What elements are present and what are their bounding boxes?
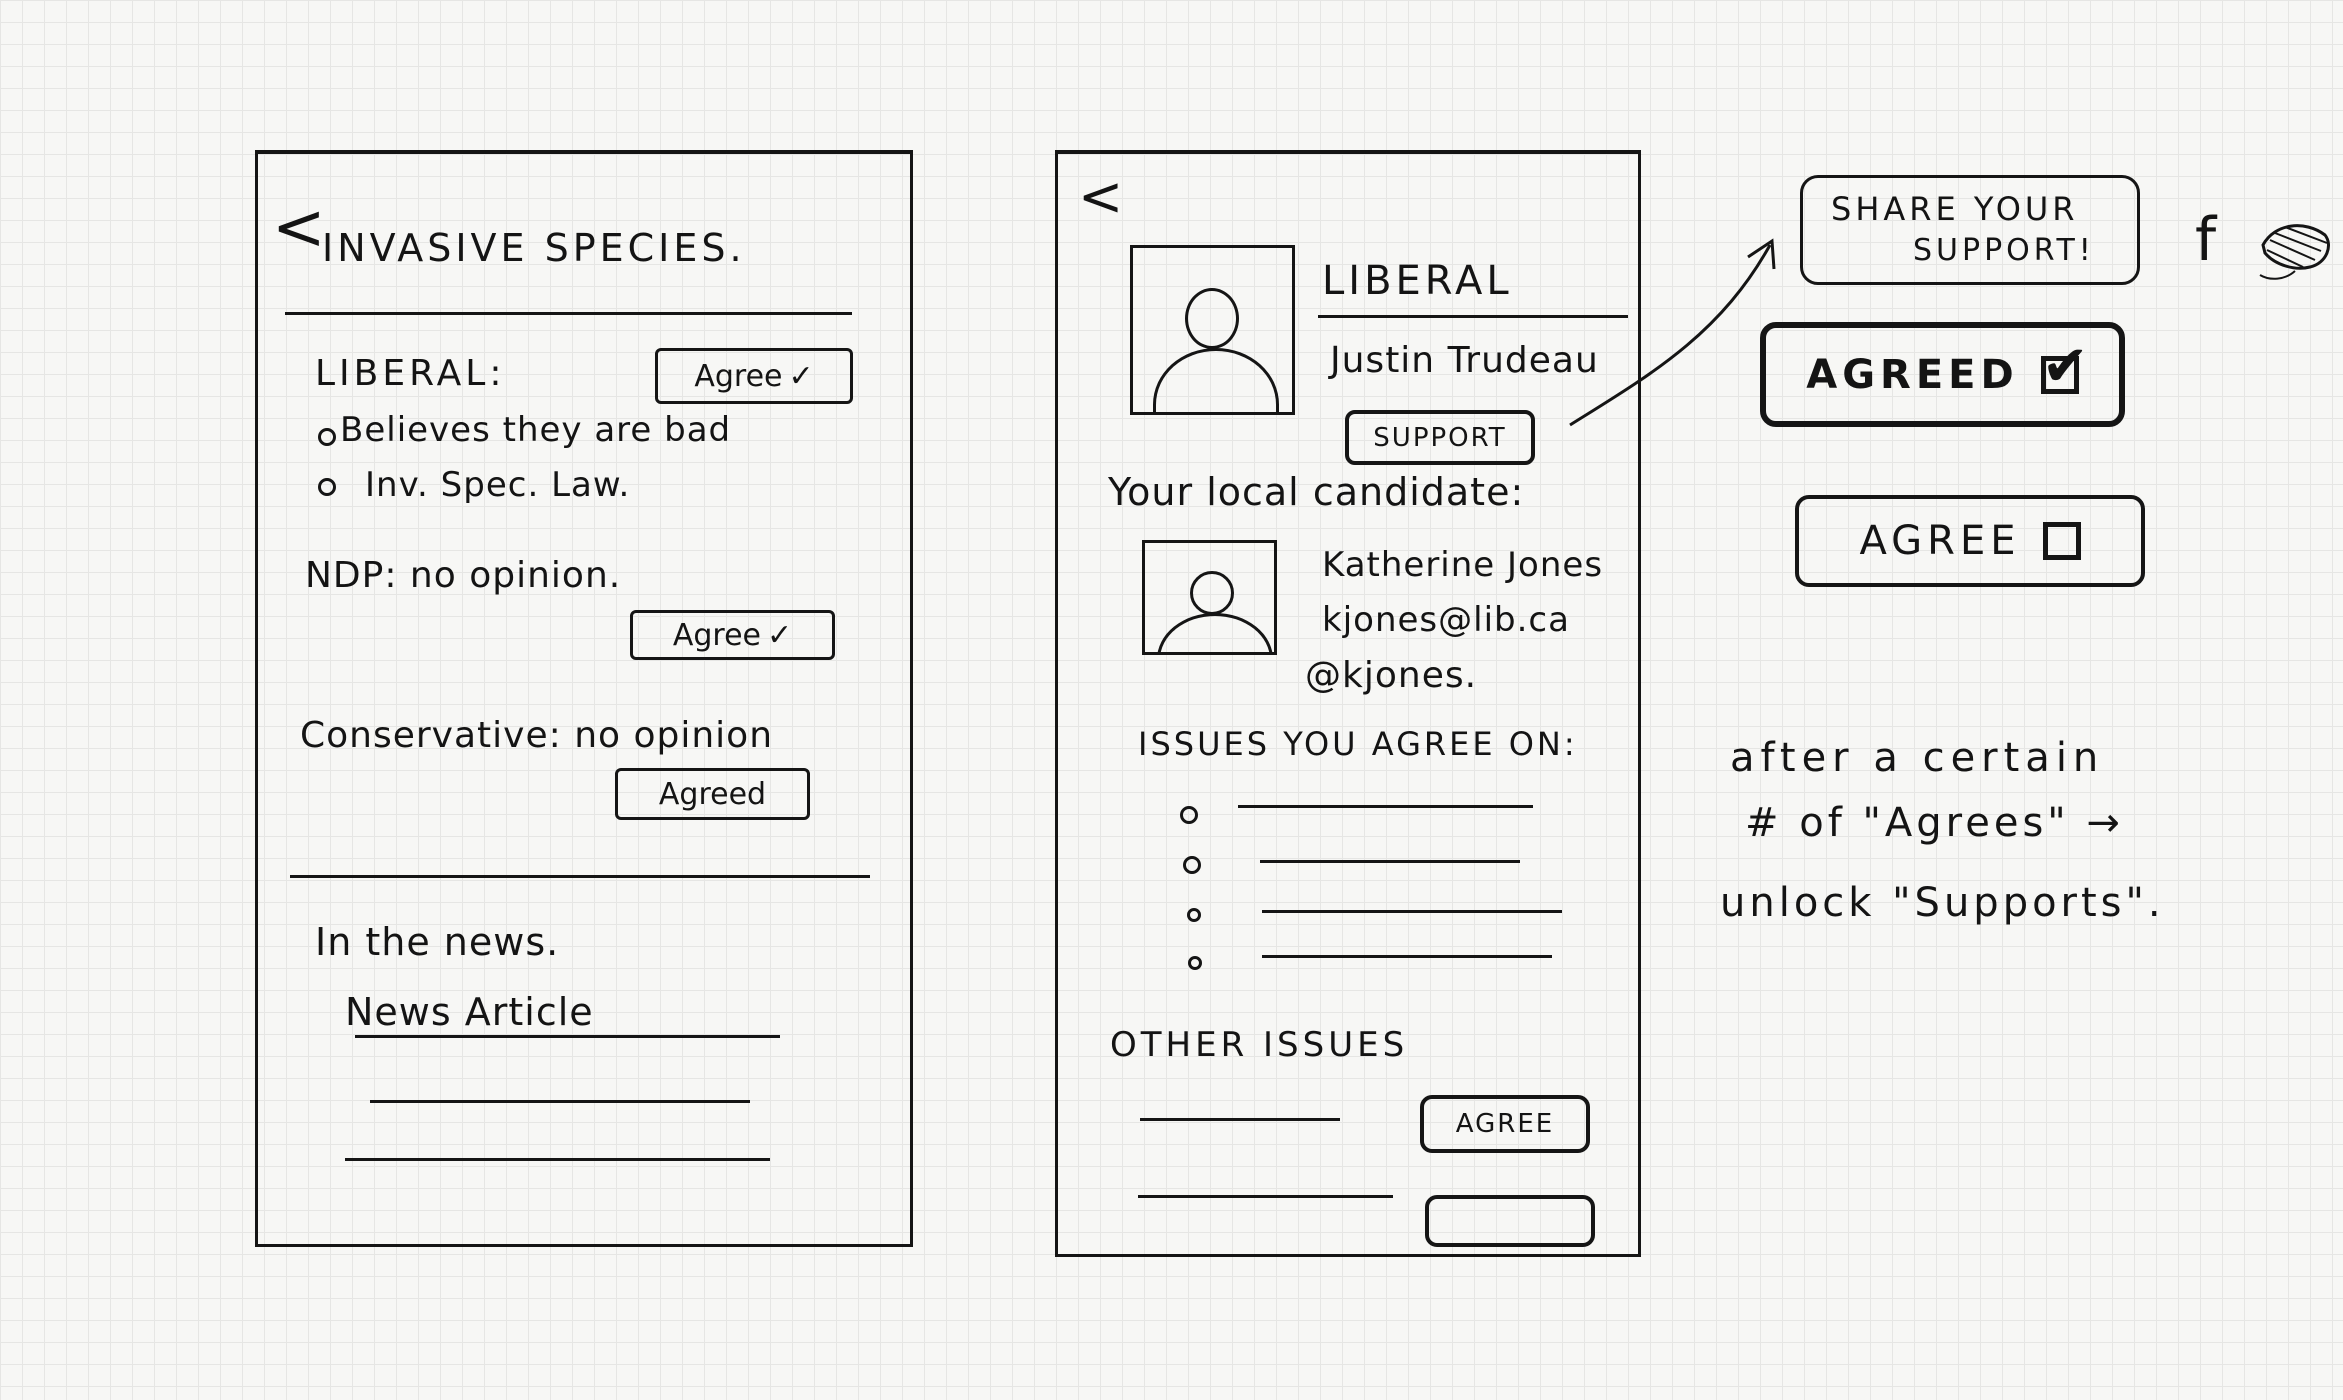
share-label-line1: SHARE YOUR (1831, 190, 2079, 228)
agree-button-other-issue[interactable]: AGREE (1420, 1095, 1590, 1153)
note-line-3: unlock "Supports". (1720, 880, 2165, 926)
bullet-icon (1187, 908, 1201, 922)
leader-name: Justin Trudeau (1330, 340, 1599, 381)
candidate-email[interactable]: kjones@lib.ca (1322, 600, 1570, 640)
bullet-icon (318, 428, 336, 446)
other-issue-line (1140, 1118, 1340, 1121)
phone-screen-candidate (1055, 150, 1641, 1257)
issue-placeholder-line (1260, 860, 1520, 863)
twitter-icon[interactable] (2255, 215, 2335, 285)
issue-placeholder-line (1238, 805, 1533, 808)
checkbox-icon (2040, 339, 2094, 395)
support-button-label: SUPPORT (1373, 422, 1507, 453)
agree-button-label: AGREE (1859, 518, 2021, 564)
liberal-position-2: Inv. Spec. Law. (365, 465, 631, 505)
agree-button-example[interactable]: AGREE (1795, 495, 2145, 587)
agreed-button-label: AGREED (1806, 351, 2019, 398)
arrow-icon (1569, 238, 1776, 427)
back-arrow-icon[interactable]: < (272, 191, 326, 265)
note-line-2: # of "Agrees" → (1745, 800, 2124, 846)
agreed-button-example[interactable]: AGREED (1760, 322, 2125, 427)
checkmark-icon: ✓ (788, 358, 814, 394)
issue-placeholder-line (1262, 910, 1562, 913)
back-arrow-icon[interactable]: < (1078, 165, 1124, 228)
candidate-handle[interactable]: @kjones. (1305, 655, 1478, 696)
party-name: LIBERAL (1322, 258, 1513, 304)
bullet-icon (1188, 956, 1202, 970)
checkbox-icon (2042, 522, 2081, 560)
bullet-icon (1183, 856, 1201, 874)
avatar-icon (1142, 540, 1277, 655)
news-article-underline (355, 1035, 780, 1038)
agreed-button-label: Agreed (658, 776, 767, 812)
facebook-icon[interactable]: f (2195, 205, 2218, 275)
agreed-button-conservative[interactable]: Agreed (615, 768, 810, 820)
bullet-icon (318, 478, 336, 496)
agree-button-label: AGREE (1455, 1109, 1555, 1139)
avatar-icon (1130, 245, 1295, 415)
news-placeholder-line (345, 1158, 770, 1161)
share-support-button[interactable]: SHARE YOUR SUPPORT! (1800, 175, 2140, 285)
bullet-icon (1180, 806, 1198, 824)
checkmark-icon: ✓ (767, 617, 793, 653)
news-placeholder-line (370, 1100, 750, 1103)
local-candidate-heading: Your local candidate: (1108, 470, 1525, 514)
blank-button[interactable] (1425, 1195, 1595, 1247)
liberal-position-1: Believes they are bad (340, 410, 732, 450)
issues-agree-heading: ISSUES YOU AGREE ON: (1138, 725, 1578, 763)
share-label-line2: SUPPORT! (1913, 233, 2095, 268)
party-conservative-label: Conservative: no opinion (300, 715, 774, 756)
title-divider (285, 312, 852, 315)
party-liberal-label: LIBERAL: (315, 353, 506, 394)
news-article-link[interactable]: News Article (345, 990, 594, 1034)
agree-button-ndp[interactable]: Agree ✓ (630, 610, 835, 660)
page-title: INVASIVE SPECIES. (322, 226, 746, 270)
phone-screen-invasive-species (255, 150, 913, 1247)
issue-placeholder-line (1262, 955, 1552, 958)
agree-button-liberal[interactable]: Agree ✓ (655, 348, 853, 404)
agree-button-label: Agree (694, 358, 783, 394)
candidate-name: Katherine Jones (1322, 545, 1604, 585)
news-heading: In the news. (315, 920, 560, 964)
note-line-1: after a certain (1730, 735, 2105, 781)
agree-button-label: Agree (672, 617, 761, 653)
party-ndp-label: NDP: no opinion. (305, 555, 622, 596)
news-divider (290, 875, 870, 878)
other-issues-heading: OTHER ISSUES (1110, 1025, 1409, 1065)
party-divider (1318, 315, 1628, 318)
support-button[interactable]: SUPPORT (1345, 410, 1535, 465)
other-issue-line (1138, 1195, 1393, 1198)
